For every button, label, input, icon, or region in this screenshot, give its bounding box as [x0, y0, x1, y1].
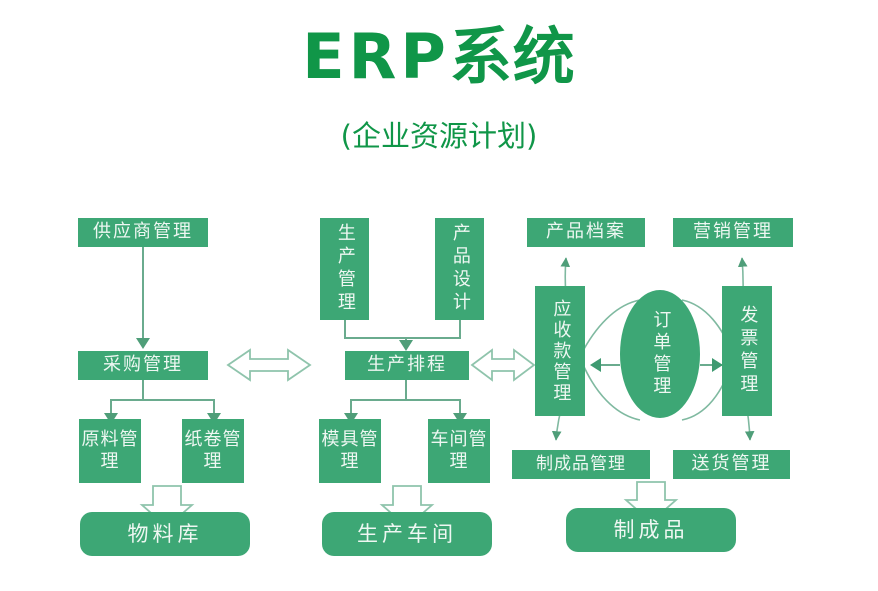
box-finished-goods[interactable]: 制成品: [566, 508, 736, 552]
line-product-design-down: [459, 320, 461, 338]
page-title-latin: ERP: [302, 20, 450, 93]
box-material-warehouse[interactable]: 物料库: [80, 512, 250, 556]
outline-double-arrow-purchase-scheduling: [226, 348, 312, 382]
arrowhead-order-to-invoice: [712, 358, 723, 372]
line-purchase-split: [110, 399, 214, 401]
line-to-raw-material: [110, 399, 112, 415]
line-order-to-invoice: [700, 364, 722, 366]
outline-double-arrow-scheduling-receivables: [470, 348, 536, 382]
box-marketing-management[interactable]: 营销管理: [673, 218, 793, 247]
box-production-workshop[interactable]: 生产车间: [322, 512, 492, 556]
box-supplier-management[interactable]: 供应商管理: [78, 218, 208, 247]
box-product-archive[interactable]: 产品档案: [527, 218, 645, 247]
line-order-to-receivables: [596, 364, 620, 366]
box-workshop-management[interactable]: 车间管理: [428, 419, 490, 483]
box-production-scheduling[interactable]: 生产排程: [345, 351, 469, 380]
box-purchase-management[interactable]: 采购管理: [78, 351, 208, 380]
box-raw-material-management[interactable]: 原料管理: [79, 419, 141, 483]
line-scheduling-split: [350, 399, 460, 401]
page-title-cjk: 系统: [449, 20, 576, 93]
box-delivery-management[interactable]: 送货管理: [673, 450, 790, 479]
box-mold-management[interactable]: 模具管理: [319, 419, 381, 483]
line-purchase-down: [142, 380, 144, 400]
arrowhead-to-raw-material: [104, 413, 118, 424]
box-finished-goods-management[interactable]: 制成品管理: [512, 450, 650, 479]
box-order-management[interactable]: 订单管理: [620, 290, 700, 418]
arrowhead-supplier-to-purchase: [136, 338, 150, 349]
line-supplier-to-purchase: [142, 247, 144, 339]
arrowhead-to-paper-roll: [207, 413, 221, 424]
box-invoice-management[interactable]: 发票管理: [722, 286, 772, 416]
page-title: ERP系统: [0, 22, 878, 92]
line-production-mgmt-down: [344, 320, 346, 338]
arrowhead-to-workshop: [453, 413, 467, 424]
arrowhead-to-mold: [344, 413, 358, 424]
box-receivables-management[interactable]: 应收款管理: [535, 286, 585, 416]
arrowhead-to-scheduling: [399, 340, 413, 351]
box-production-management[interactable]: 生产管理: [320, 218, 369, 320]
box-product-design[interactable]: 产品设计: [435, 218, 484, 320]
line-merge-to-scheduling: [344, 337, 461, 339]
line-to-mold: [350, 399, 352, 415]
box-paper-roll-management[interactable]: 纸卷管理: [182, 419, 244, 483]
arrowhead-order-to-receivables: [590, 358, 601, 372]
line-to-paper-roll: [213, 399, 215, 415]
line-to-workshop: [459, 399, 461, 415]
page-subtitle: (企业资源计划): [340, 119, 538, 153]
line-scheduling-down: [405, 380, 407, 400]
